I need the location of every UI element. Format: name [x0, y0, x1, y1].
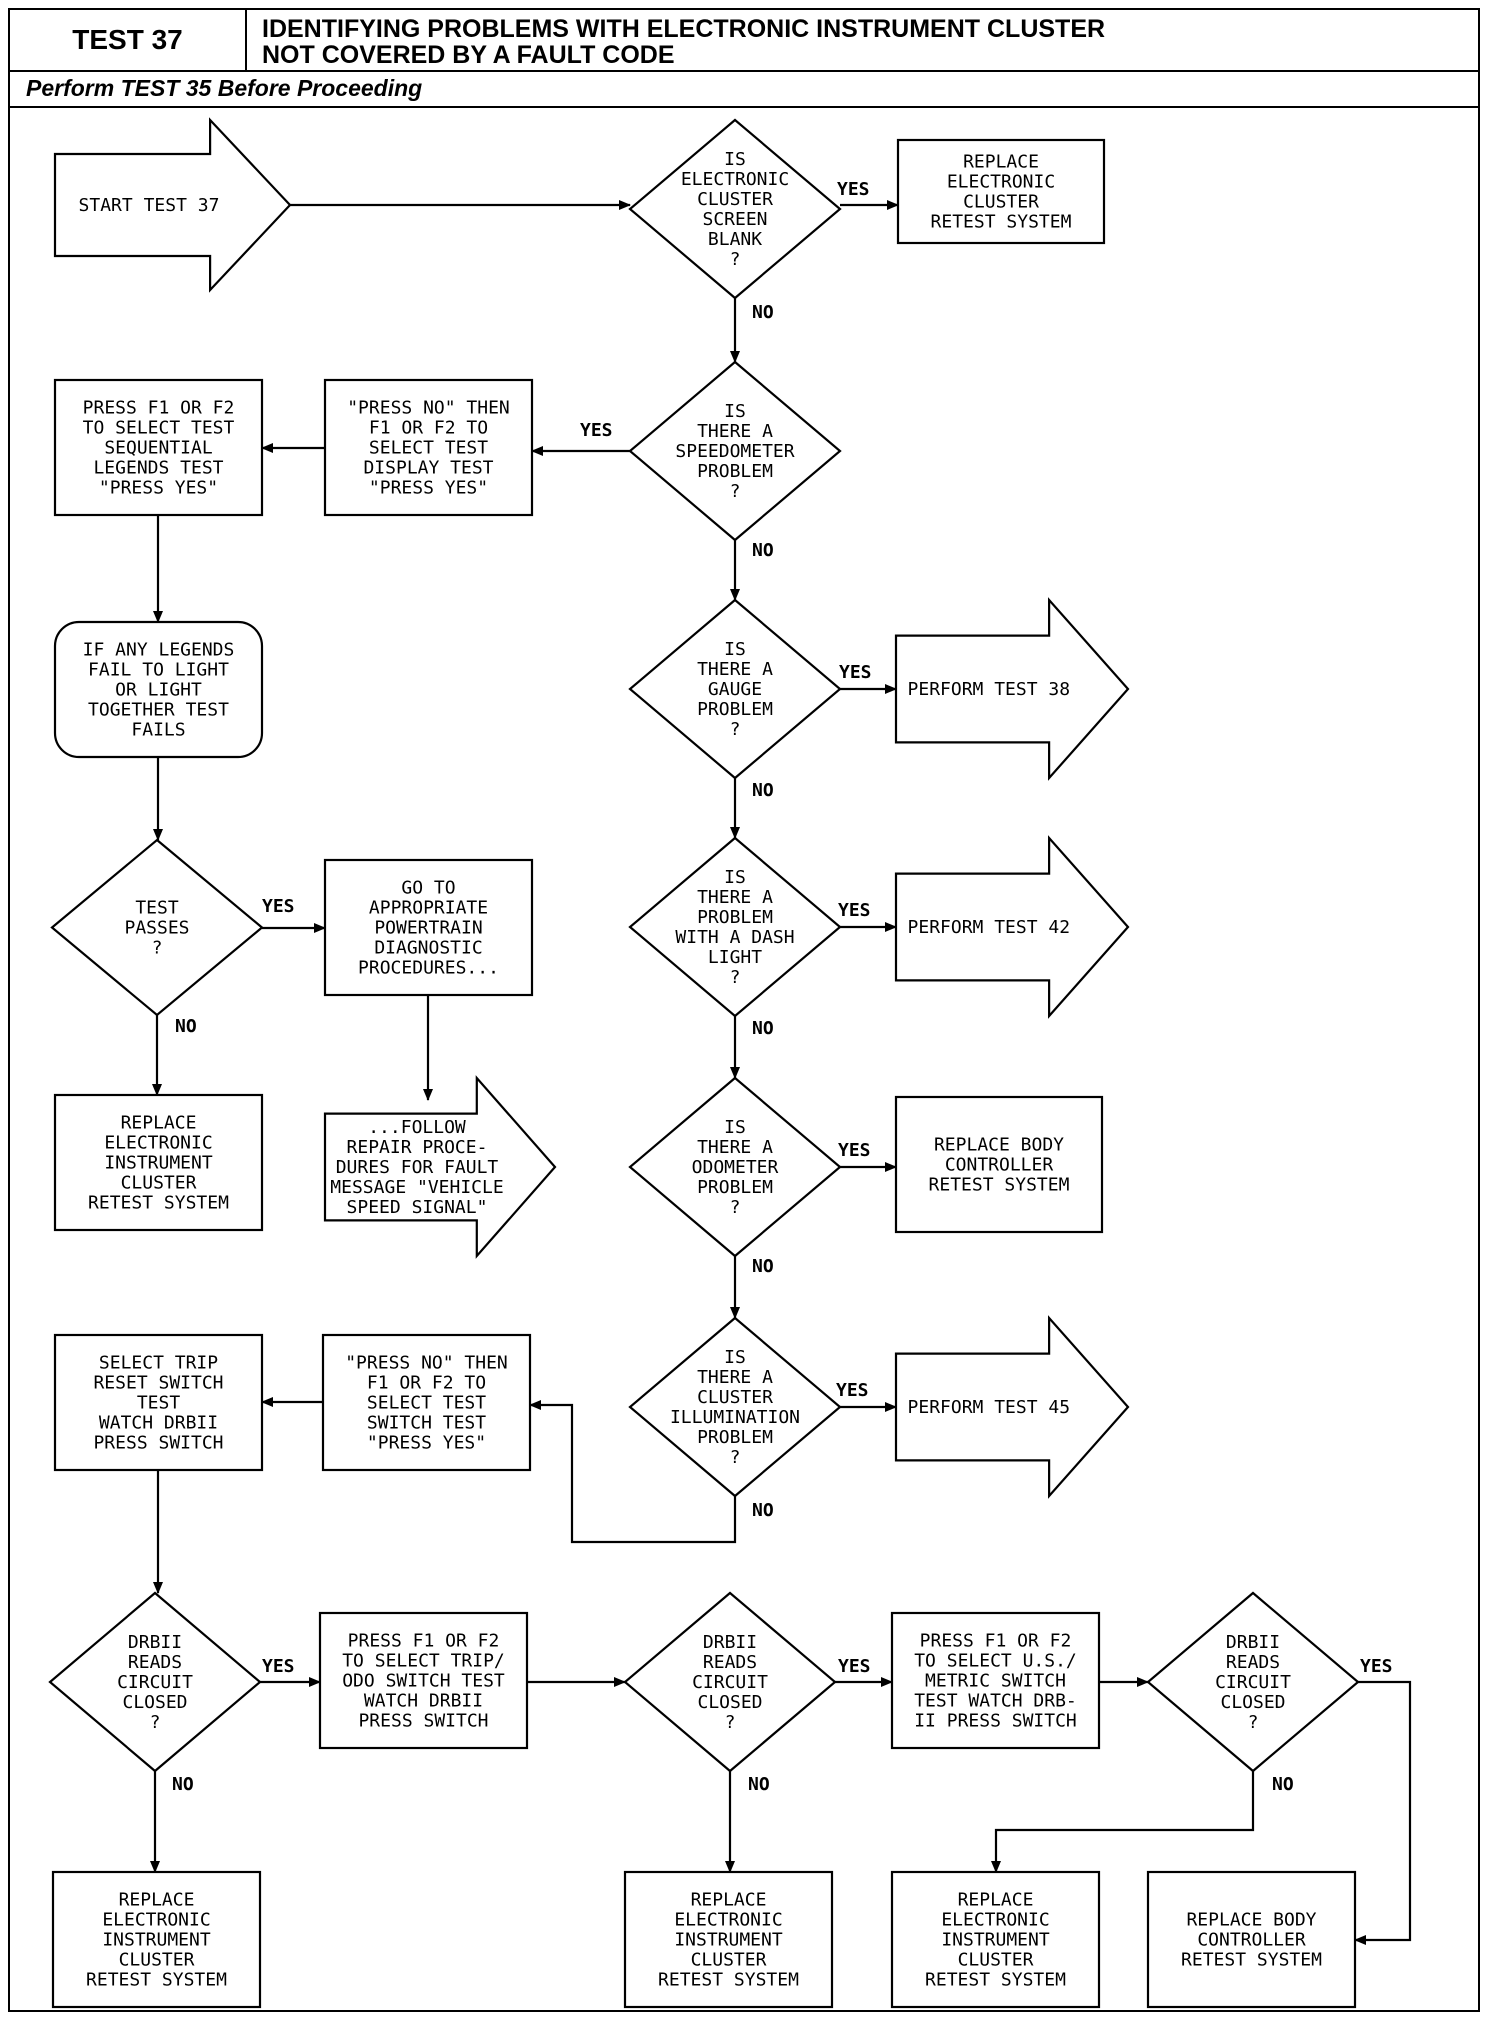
edge-label-no: NO: [172, 1774, 194, 1795]
node-test45: PERFORM TEST 45: [894, 1315, 1130, 1499]
page-title: IDENTIFYING PROBLEMS WITH ELECTRONIC INS…: [262, 15, 1106, 69]
connector-28: [1354, 1680, 1412, 1945]
edge-labels: YES NO YES NO YES NO YES NO YES NO YES NO YES NO YES NO…: [172, 179, 1393, 1795]
test42-text: PERFORM TEST 42: [908, 917, 1071, 938]
node-test38: PERFORM TEST 38: [894, 597, 1130, 781]
edge-label-yes: YES: [262, 896, 295, 917]
edge-label-no: NO: [752, 1256, 774, 1277]
edge-label-yes: YES: [836, 1380, 869, 1401]
flowchart-page: TEST 37 IDENTIFYING PROBLEMS WITH ELECTR…: [8, 8, 1480, 2012]
edge-label-yes: YES: [838, 900, 871, 921]
edge-label-no: NO: [748, 1774, 770, 1795]
start-text: START TEST 37: [79, 195, 220, 216]
edge-label-yes: YES: [838, 1140, 871, 1161]
edge-label-no: NO: [175, 1016, 197, 1037]
title-row: TEST 37 IDENTIFYING PROBLEMS WITH ELECTR…: [10, 10, 1478, 72]
edge-label-yes: YES: [839, 662, 872, 683]
edge-label-yes: YES: [838, 1656, 871, 1677]
edge-label-no: NO: [752, 780, 774, 801]
edge-label-yes: YES: [262, 1656, 295, 1677]
connector-18: [529, 1400, 737, 1544]
node-test42: PERFORM TEST 42: [894, 835, 1130, 1019]
test-number: TEST 37: [10, 10, 247, 70]
connector-27: [991, 1771, 1255, 1873]
edge-label-no: NO: [752, 302, 774, 323]
test38-text: PERFORM TEST 38: [908, 679, 1071, 700]
edge-label-yes: YES: [580, 420, 613, 441]
edge-label-yes: YES: [1360, 1656, 1393, 1677]
edge-label-no: NO: [752, 1500, 774, 1521]
connectors: [150, 200, 1412, 1945]
edge-label-no: NO: [1272, 1774, 1294, 1795]
edge-label-no: NO: [752, 1018, 774, 1039]
test45-text: PERFORM TEST 45: [908, 1397, 1071, 1418]
page-subtitle: Perform TEST 35 Before Proceeding: [10, 72, 1478, 108]
node-start: START TEST 37: [53, 117, 292, 293]
edge-label-no: NO: [752, 540, 774, 561]
edge-label-yes: YES: [837, 179, 870, 200]
